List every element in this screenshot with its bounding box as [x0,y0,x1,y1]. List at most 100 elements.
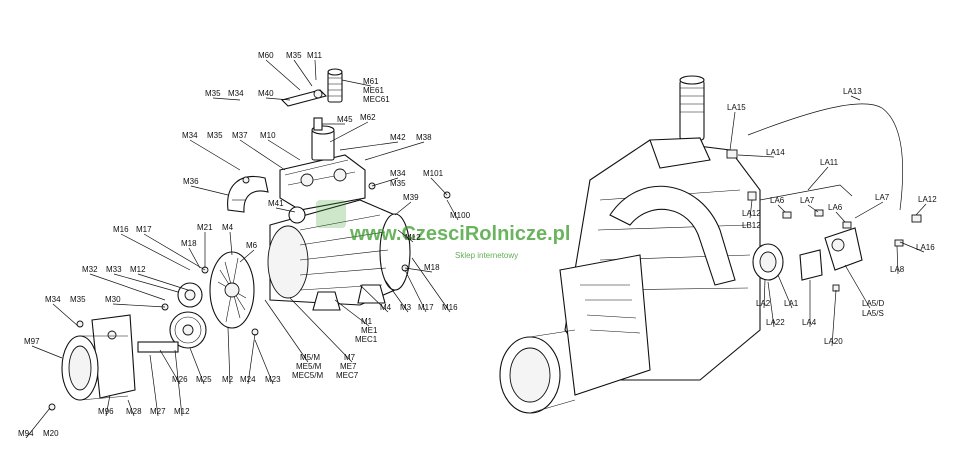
leader-lines [25,59,927,439]
leader-line-m60 [265,59,301,91]
part-label-lb12: LB12 [742,221,761,230]
leader-line-m12b [137,273,189,291]
leader-line-m4a [229,231,233,256]
valve-head [280,68,343,131]
leader-line-m42 [339,141,399,151]
leader-line-la2 [763,279,766,309]
leader-line-la14 [737,154,775,158]
leader-line-m24 [247,333,256,385]
bolt [76,320,84,328]
leader-line-m17a [143,233,206,271]
flange [91,314,136,399]
watermark-tagline: Sklep internetowy [455,251,518,260]
bolt [242,176,250,184]
left-assembly [48,68,451,411]
part-label-m3: M3 [400,303,412,312]
leader-line-m18a [188,247,201,269]
part-label-m101: M101 [423,169,444,178]
part-label-m2: M2 [222,375,234,384]
part-label-la4: LA4 [802,318,817,327]
leader-line-m38 [364,141,425,161]
leader-line-m1 [334,299,370,327]
part-label-m94: M94 [18,429,34,438]
part-label-me5m: ME5/M [296,362,322,371]
part-label-la13: LA13 [843,87,862,96]
leader-line-la7a [854,201,884,219]
leader-line-la13 [850,95,861,101]
ball [288,206,306,224]
fitting [726,149,738,159]
leader-line-m100 [446,199,459,221]
plate-la2-inner [759,251,777,273]
part-label-m34d: M34 [45,295,61,304]
part-label-m34a: M34 [228,89,244,98]
part-label-m61: M61 [363,77,379,86]
part-label-la1: LA1 [784,299,799,308]
leader-line-m17b [404,269,427,313]
fitting [842,221,852,229]
leader-line-m16a [120,233,191,271]
leader-line-la8 [896,245,899,275]
part-label-m96: M96 [98,407,114,416]
part-label-mec5m: MEC5/M [292,371,323,380]
part-label-m21: M21 [197,223,213,232]
lube-line [747,103,903,211]
leader-line-m101 [430,177,448,196]
part-label-la16: LA16 [916,243,935,252]
part-label-m34c: M34 [390,169,406,178]
leader-line-m34b [189,139,241,171]
part-label-la12b: LA12 [918,195,937,204]
part-label-la7b: LA7 [800,196,815,205]
part-label-m6: M6 [246,241,258,250]
leader-line-m34c [371,177,399,187]
leader-line-m5m [264,299,309,363]
leader-line-la22 [767,281,775,328]
part-label-m28: M28 [126,407,142,416]
part-label-m34b: M34 [182,131,198,140]
curved-pipe [227,176,269,213]
part-label-m35d: M35 [390,179,406,188]
leader-line-m10 [267,139,301,161]
leader-line-m32 [89,273,166,301]
part-label-m35e: M35 [70,295,86,304]
leader-line-m12c [174,349,183,417]
leader-line-m97 [31,345,63,359]
rotor [209,251,255,329]
part-label-m4b: M4 [380,303,392,312]
part-label-m17b: M17 [418,303,434,312]
part-label-m4a: M4 [222,223,234,232]
part-label-m37: M37 [232,131,248,140]
part-label-m11: M11 [307,51,323,60]
part-label-m60: M60 [258,51,274,60]
part-label-m23: M23 [265,375,281,384]
inlet-cone [499,329,576,414]
gasket-la4 [799,249,823,281]
part-label-la11: LA11 [820,158,839,167]
leader-line-m12a [397,229,414,243]
leader-line-m2 [227,327,231,385]
part-label-m62: M62 [360,113,376,122]
fitting [911,214,922,223]
part-label-m18b: M18 [424,263,440,272]
fitting [782,211,792,219]
leader-line-la7b [807,204,819,213]
leader-line-m23 [254,339,274,385]
part-label-la20: LA20 [824,337,843,346]
leader-line-m11 [314,59,317,81]
part-label-me7: ME7 [340,362,357,371]
small-gear [177,282,203,308]
part-label-m27: M27 [150,407,166,416]
part-label-m39: M39 [403,193,419,202]
leader-line-la12a [749,199,753,219]
leader-line-la12b [915,203,927,216]
leader-line-m94 [25,407,51,439]
leader-line-m40 [265,97,291,101]
part-label-m12c: M12 [174,407,190,416]
part-label-la12a: LA12 [742,209,761,218]
part-label-la6b: LA6 [828,203,843,212]
part-label-m10: M10 [260,131,276,140]
part-label-m35c: M35 [207,131,223,140]
